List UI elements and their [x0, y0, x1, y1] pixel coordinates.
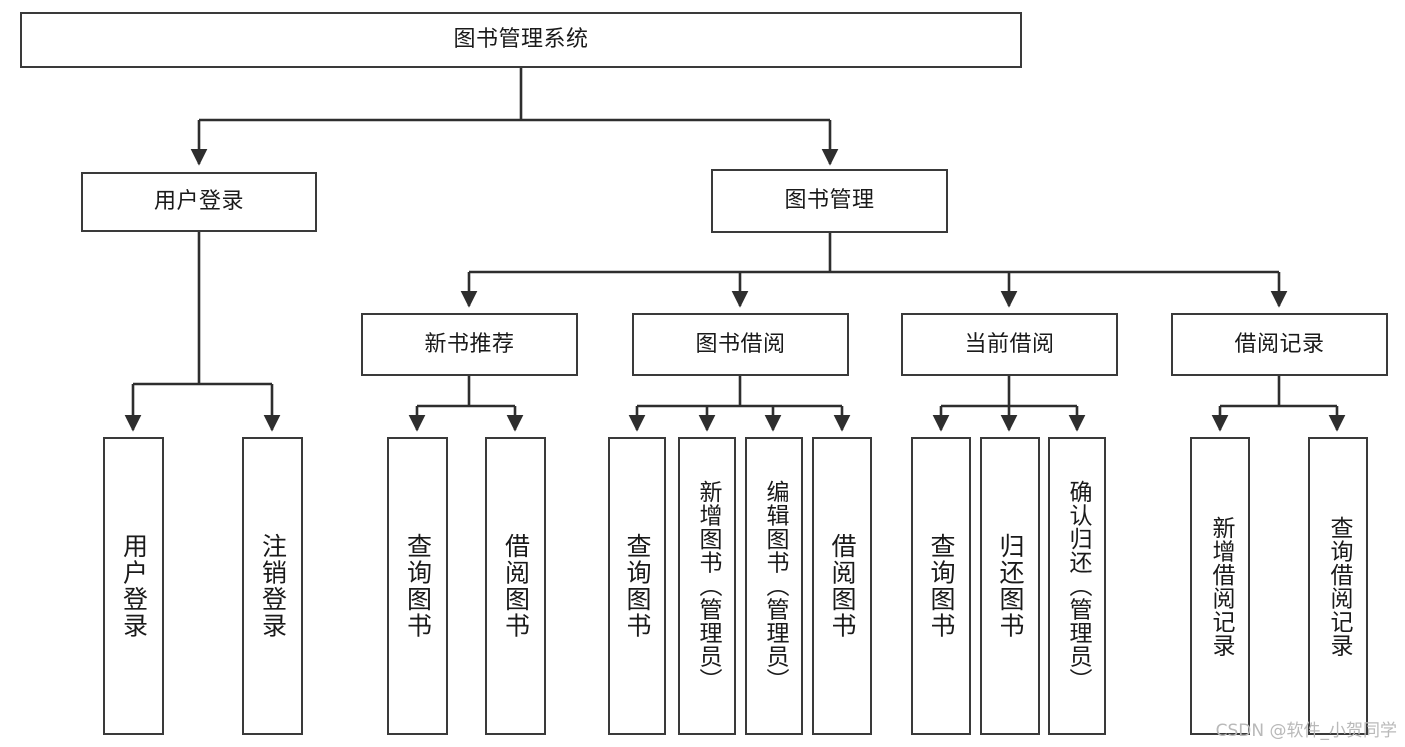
node-leaf-logout-label: 注销登录 [258, 533, 288, 639]
node-leaf-borrow-book-1[interactable]: 借阅图书 [485, 437, 546, 735]
node-root[interactable]: 图书管理系统 [20, 12, 1022, 68]
node-borrow-record-label: 借阅记录 [1234, 331, 1325, 357]
node-leaf-borrow-book-2[interactable]: 借阅图书 [812, 437, 872, 735]
node-leaf-confirm-return[interactable]: 确认归还（管理员） [1048, 437, 1106, 735]
node-leaf-query-book-2-label: 查询图书 [623, 533, 652, 639]
node-leaf-user-login-label: 用户登录 [119, 533, 149, 639]
node-leaf-query-record-label: 查询借阅记录 [1325, 515, 1352, 657]
node-book-mgmt[interactable]: 图书管理 [711, 169, 948, 233]
node-leaf-query-book-1[interactable]: 查询图书 [387, 437, 448, 735]
node-root-label: 图书管理系统 [453, 27, 589, 53]
node-leaf-add-book[interactable]: 新增图书（管理员） [678, 437, 736, 735]
node-user-login-label: 用户登录 [153, 189, 244, 215]
node-leaf-query-book-2[interactable]: 查询图书 [608, 437, 666, 735]
node-current-borrow-label: 当前借阅 [964, 331, 1055, 357]
node-user-login[interactable]: 用户登录 [81, 172, 317, 232]
node-leaf-return-book-label: 归还图书 [996, 533, 1025, 639]
node-leaf-logout[interactable]: 注销登录 [242, 437, 303, 735]
node-leaf-borrow-book-1-label: 借阅图书 [501, 533, 531, 639]
watermark: CSDN @软件_小贺同学 [1215, 721, 1397, 741]
node-leaf-add-book-label: 新增图书（管理员） [694, 480, 721, 692]
node-leaf-confirm-return-label: 确认归还（管理员） [1064, 480, 1091, 692]
node-leaf-query-record[interactable]: 查询借阅记录 [1308, 437, 1368, 735]
node-leaf-edit-book[interactable]: 编辑图书（管理员） [745, 437, 803, 735]
node-leaf-return-book[interactable]: 归还图书 [980, 437, 1040, 735]
node-borrow-record[interactable]: 借阅记录 [1171, 313, 1388, 376]
node-book-borrow[interactable]: 图书借阅 [632, 313, 849, 376]
node-leaf-query-book-1-label: 查询图书 [403, 533, 433, 639]
node-new-book-rec-label: 新书推荐 [424, 331, 515, 357]
node-leaf-borrow-book-2-label: 借阅图书 [828, 533, 857, 639]
node-leaf-add-record-label: 新增借阅记录 [1207, 515, 1234, 657]
node-current-borrow[interactable]: 当前借阅 [901, 313, 1118, 376]
node-book-borrow-label: 图书借阅 [695, 331, 786, 357]
node-leaf-query-book-3-label: 查询图书 [927, 533, 956, 639]
node-book-mgmt-label: 图书管理 [784, 188, 875, 214]
node-leaf-edit-book-label: 编辑图书（管理员） [761, 480, 788, 692]
node-leaf-query-book-3[interactable]: 查询图书 [911, 437, 971, 735]
node-new-book-rec[interactable]: 新书推荐 [361, 313, 578, 376]
node-leaf-user-login[interactable]: 用户登录 [103, 437, 164, 735]
node-leaf-add-record[interactable]: 新增借阅记录 [1190, 437, 1250, 735]
